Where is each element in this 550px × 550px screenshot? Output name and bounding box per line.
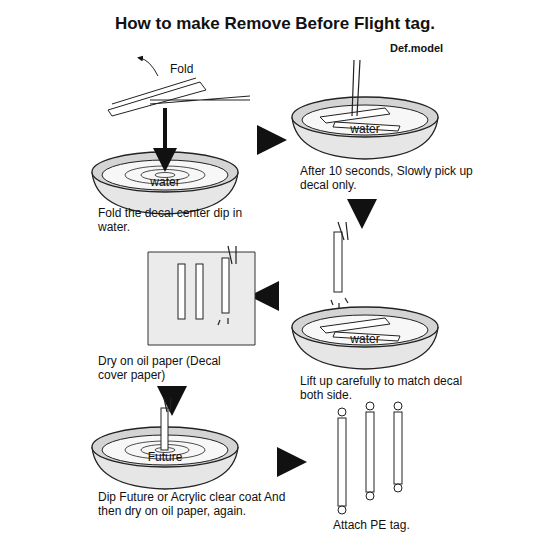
bowl-label: water: [335, 122, 395, 136]
step-6-figure: [338, 402, 402, 514]
bowl-label: Future: [135, 450, 195, 464]
step-caption: After 10 seconds, Slowly pick up decal o…: [300, 164, 475, 193]
step-2-figure: [292, 60, 438, 159]
bowl-label: water: [135, 175, 195, 189]
step-caption: Fold the decal center dip in water.: [98, 206, 248, 235]
step-5-figure: [92, 398, 238, 489]
step-arrow: [278, 460, 292, 465]
step-4-figure: [148, 246, 255, 345]
step-arrow: [360, 202, 365, 214]
diagram-title: How to make Remove Before Flight tag.: [0, 14, 550, 34]
bowl-label: water: [335, 332, 395, 346]
step-1-figure: [92, 58, 250, 214]
brand-label: Def.model: [390, 42, 470, 55]
step-caption: Dip Future or Acrylic clear coat And the…: [98, 490, 288, 519]
step-3-figure: [292, 222, 438, 369]
step-arrow: [264, 294, 278, 299]
step-caption: Attach PE tag.: [333, 518, 453, 532]
step-arrow: [170, 388, 175, 401]
fold-label: Fold: [170, 62, 210, 76]
step-arrow: [257, 138, 272, 143]
step-caption: Lift up carefully to match decal both si…: [300, 374, 465, 403]
step-caption: Dry on oil paper (Decal cover paper): [98, 354, 248, 383]
